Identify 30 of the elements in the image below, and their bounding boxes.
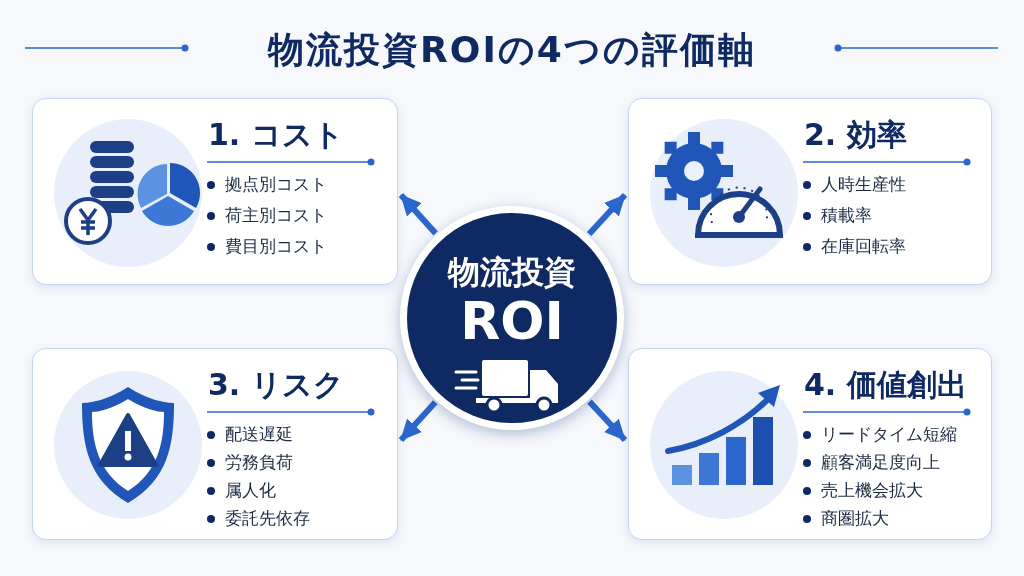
center-title: ROI [460, 291, 564, 351]
category-card [628, 98, 992, 285]
bullet-item: 売上機会拡大 [801, 479, 923, 502]
arrow [398, 400, 438, 442]
center-circle [400, 206, 624, 430]
title: 物流投資ROIの4つの評価軸 [268, 28, 756, 72]
center-heading: 物流投資 [448, 252, 576, 293]
card-heading: 1. コスト [208, 116, 344, 154]
arrow [586, 192, 628, 237]
bullet-item: 拠点別コスト [205, 173, 327, 196]
bullet-item: 人時生産性 [801, 173, 906, 196]
bullet-item: 在庫回転率 [801, 235, 906, 258]
bullet-item: 費目別コスト [205, 235, 327, 258]
card-heading: 3. リスク [208, 366, 344, 404]
arrow [587, 399, 628, 443]
bullet-item: 委託先依存 [205, 507, 310, 530]
bullet-item: 荷主別コスト [205, 204, 327, 227]
bullet-item: 属人化 [205, 479, 276, 502]
category-card [32, 98, 398, 285]
bullet-item: 配送遅延 [205, 423, 293, 446]
category-card [628, 348, 992, 540]
card-heading: 4. 価値創出 [804, 366, 967, 404]
bullet-item: 顧客満足度向上 [801, 451, 940, 474]
bullet-item: 積載率 [801, 204, 872, 227]
bullet-item: 労務負荷 [205, 451, 293, 474]
category-card [32, 348, 398, 540]
bullet-item: リードタイム短縮 [801, 423, 957, 446]
arrow [398, 193, 438, 236]
card-heading: 2. 効率 [804, 116, 907, 154]
bullet-item: 商圏拡大 [801, 507, 889, 530]
